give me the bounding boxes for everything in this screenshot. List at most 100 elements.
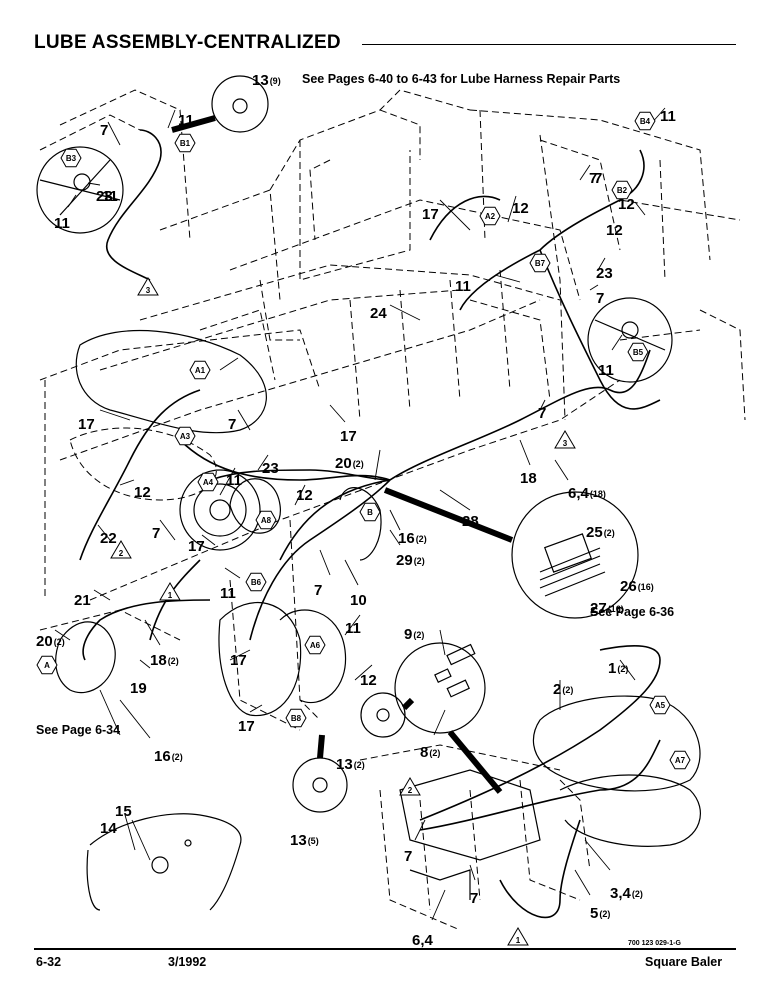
location-tag-15: A bbox=[36, 655, 58, 675]
title-rule bbox=[362, 44, 736, 45]
location-tag-0: B4 bbox=[634, 111, 656, 131]
callout-1: 11 bbox=[178, 112, 194, 129]
callout-number: 12 bbox=[606, 222, 623, 239]
hex-tag-shape bbox=[197, 472, 219, 492]
callout-number: 17 bbox=[422, 206, 439, 223]
hex-tag-shape bbox=[479, 206, 501, 226]
callout-number: 7 bbox=[594, 170, 602, 187]
hex-tag-label: B bbox=[367, 508, 373, 517]
hex-tag-shape bbox=[60, 148, 82, 168]
triangle-shape bbox=[507, 927, 529, 946]
triangle-marker-4: 2 bbox=[399, 777, 421, 796]
triangle-label: 3 bbox=[146, 286, 151, 295]
callout-39: 26(16) bbox=[620, 578, 654, 595]
hex-tag-label: B8 bbox=[291, 714, 302, 723]
callout-0: 13(9) bbox=[252, 72, 281, 89]
baler-frame-outline bbox=[39, 89, 746, 641]
callout-6: 7 bbox=[594, 170, 602, 187]
callout-quantity: (2) bbox=[617, 664, 628, 674]
callout-46: 19 bbox=[130, 680, 147, 697]
callout-number: 17 bbox=[188, 538, 205, 555]
callout-number: 28 bbox=[462, 513, 479, 530]
callout-45: 11 bbox=[345, 620, 361, 637]
hex-tag-shape bbox=[649, 695, 671, 715]
hex-tag-label: B1 bbox=[180, 139, 191, 148]
callout-58: 7 bbox=[404, 848, 412, 865]
product-name: Square Baler bbox=[645, 955, 723, 969]
callout-38: 11 bbox=[220, 585, 236, 602]
callout-9: 17 bbox=[422, 206, 439, 223]
callout-number: 26 bbox=[620, 578, 637, 595]
callout-number: 5 bbox=[590, 905, 598, 922]
harness-note: See Pages 6-40 to 6-43 for Lube Harness … bbox=[302, 72, 621, 86]
detail-circle-13-top bbox=[171, 75, 269, 133]
callout-35: 25(2) bbox=[586, 524, 615, 541]
callout-10: 12 bbox=[512, 200, 529, 217]
detail-circle-b5 bbox=[587, 297, 673, 383]
location-tag-12: B6 bbox=[245, 572, 267, 592]
hex-tag-shape bbox=[174, 133, 196, 153]
triangle-marker-3: 1 bbox=[159, 582, 181, 601]
hex-tag-shape bbox=[529, 253, 551, 273]
callout-number: 11 bbox=[598, 362, 614, 379]
callout-number: 7 bbox=[538, 405, 546, 422]
hex-tag-label: A1 bbox=[195, 366, 206, 375]
callout-quantity: (2) bbox=[414, 556, 425, 566]
callout-51: 17 bbox=[238, 718, 255, 735]
callout-number: 6,4 bbox=[568, 485, 590, 502]
callout-47: 9(2) bbox=[404, 626, 424, 643]
callout-number: 12 bbox=[512, 200, 529, 217]
callout-13: 23 bbox=[596, 265, 613, 282]
callout-27: 11 bbox=[226, 472, 242, 489]
triangle-marker-2: 2 bbox=[110, 540, 132, 559]
callout-55: 15 bbox=[115, 803, 132, 820]
hex-tag-shape bbox=[669, 750, 691, 770]
callout-53: 8(2) bbox=[420, 744, 440, 761]
callout-number: 7 bbox=[470, 890, 478, 907]
callout-43: 18(2) bbox=[150, 652, 179, 669]
callout-number: 17 bbox=[238, 718, 255, 735]
callout-42: 20(2) bbox=[36, 633, 65, 650]
callout-14: 7 bbox=[596, 290, 604, 307]
hex-tag-label: A8 bbox=[261, 516, 272, 525]
callout-number: 7 bbox=[596, 290, 604, 307]
callout-number: 25 bbox=[586, 524, 603, 541]
callout-number: 7 bbox=[589, 170, 597, 187]
callout-quantity: (2) bbox=[172, 752, 183, 762]
triangle-label: 2 bbox=[408, 786, 413, 795]
location-tag-9: A4 bbox=[197, 472, 219, 492]
callout-number: 11 bbox=[226, 472, 242, 489]
callout-57: 13(5) bbox=[290, 832, 319, 849]
callout-54: 13(2) bbox=[336, 756, 365, 773]
callout-number: 11 bbox=[345, 620, 361, 637]
callout-number: 12 bbox=[296, 487, 313, 504]
callout-25: 6,4(18) bbox=[568, 485, 606, 502]
callout-number: 18 bbox=[150, 652, 167, 669]
callout-12: 11 bbox=[660, 108, 676, 125]
callout-5: 11 bbox=[54, 215, 70, 232]
page-title: LUBE ASSEMBLY-CENTRALIZED bbox=[34, 32, 341, 53]
callout-quantity: (2) bbox=[562, 685, 573, 695]
callout-23: 20(2) bbox=[335, 455, 364, 472]
callout-number: 12 bbox=[134, 484, 151, 501]
callout-number: 3,4 bbox=[610, 885, 632, 902]
callout-28: 12 bbox=[296, 487, 313, 504]
callout-number: 17 bbox=[340, 428, 357, 445]
location-tag-16: A5 bbox=[649, 695, 671, 715]
callout-quantity: (16) bbox=[608, 604, 624, 614]
hex-tag-label: B5 bbox=[633, 348, 644, 357]
hex-tag-shape bbox=[174, 426, 196, 446]
page-number: 6-32 bbox=[36, 955, 62, 969]
location-tag-1: B1 bbox=[174, 133, 196, 153]
hex-tag-shape bbox=[189, 360, 211, 380]
drive-note: See Page 6-34 bbox=[36, 723, 121, 737]
hex-tag-label: A bbox=[44, 661, 50, 670]
triangle-marker-5: 1 bbox=[507, 927, 529, 946]
callout-number: 27 bbox=[590, 600, 607, 617]
callout-56: 14 bbox=[100, 820, 117, 837]
triangle-label: 1 bbox=[516, 936, 521, 945]
callout-quantity: (18) bbox=[590, 489, 606, 499]
callout-number: 17 bbox=[230, 652, 247, 669]
hex-tag-shape bbox=[359, 502, 381, 522]
hex-tag-shape bbox=[36, 655, 58, 675]
